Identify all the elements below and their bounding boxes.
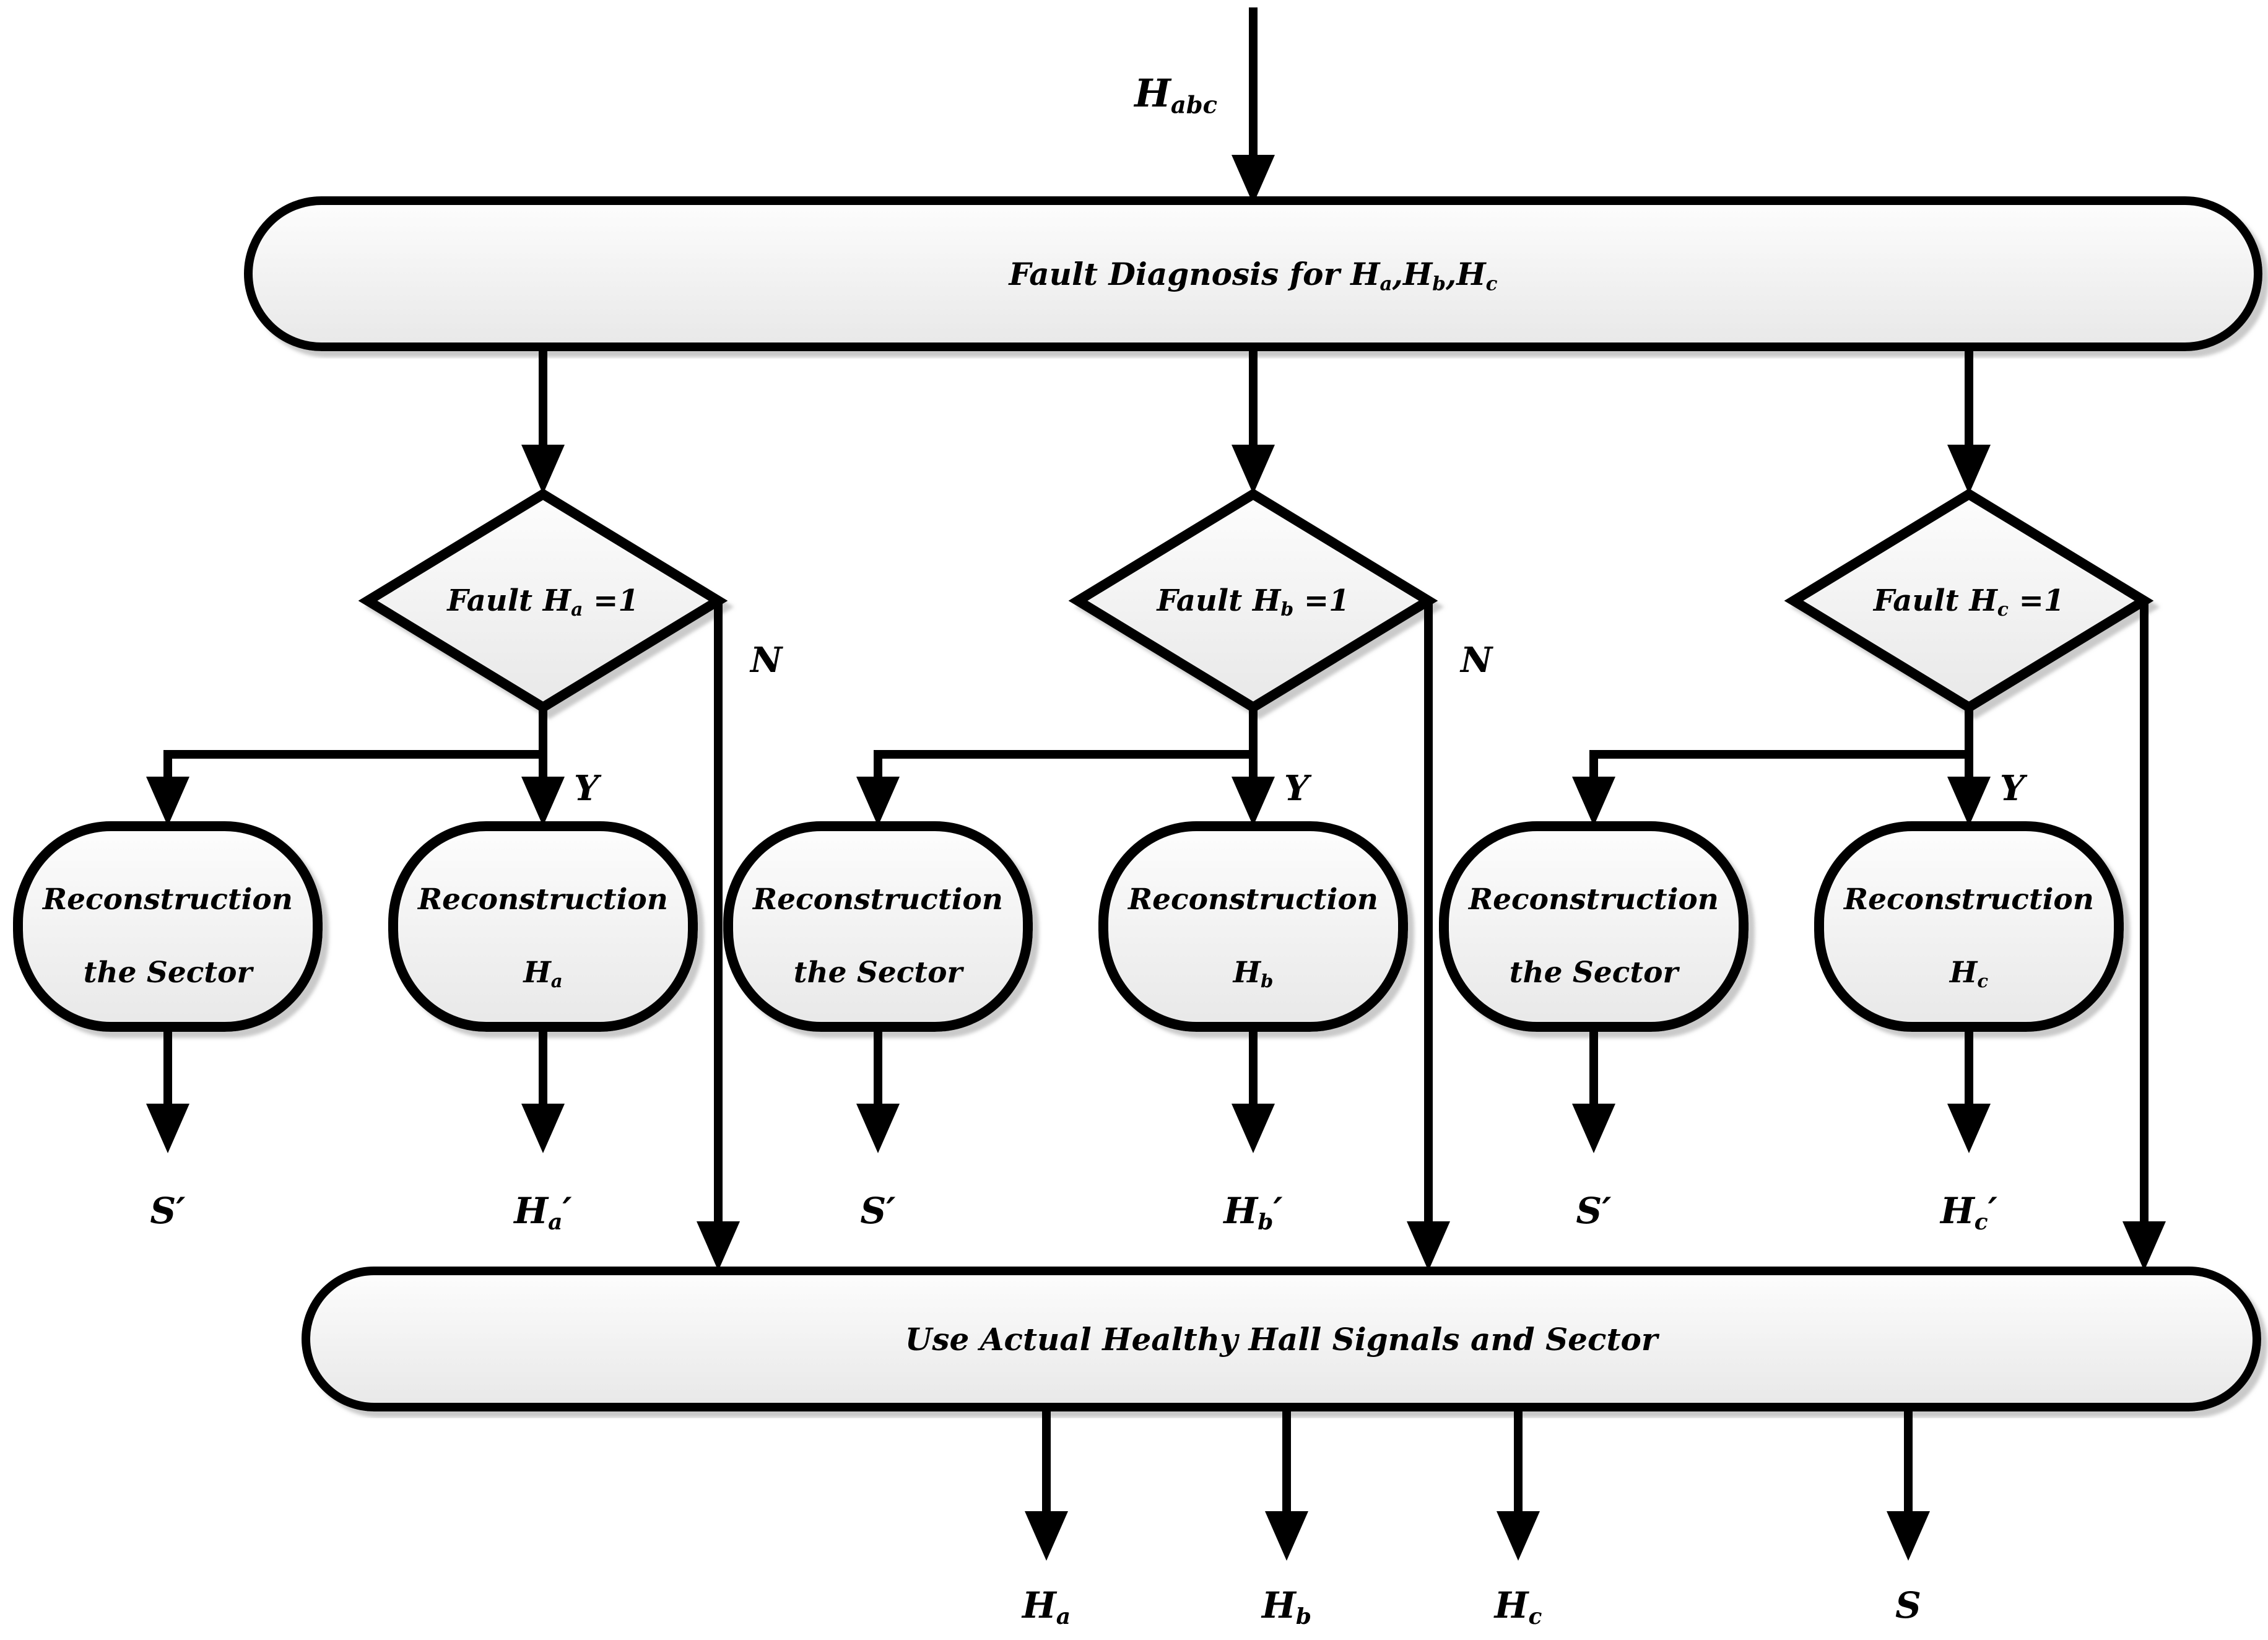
reconstruction-hall-box-hb-line2: Hb: [1232, 956, 1274, 992]
no-branch-hc-arrowhead: [2122, 1221, 2166, 1271]
yes-branch-ha-elbow: [168, 705, 547, 759]
final-output-label-2: Hc: [1493, 1584, 1542, 1629]
sector-output-arrow-hc-arrowhead: [1572, 1104, 1615, 1153]
no-branch-ha-arrowhead: [697, 1221, 740, 1271]
decision-fault-ha-label: Fault Ha =1: [446, 583, 639, 621]
yes-branch-hb-to-hall-arrowhead: [1232, 777, 1275, 826]
hall-output-label-hc: Hc′: [1939, 1190, 1997, 1235]
sector-output-label-ha: S′: [150, 1190, 185, 1232]
yes-branch-hb-elbow: [878, 705, 1258, 759]
hall-output-label-ha: Ha′: [513, 1190, 571, 1235]
decision-fault-hb-label: Fault Hb =1: [1155, 583, 1349, 621]
reconstruction-sector-box-hc-line2: the Sector: [1510, 956, 1680, 990]
final-output-arrow-2-arrowhead: [1497, 1511, 1540, 1561]
hall-output-arrow-ha-arrowhead: [521, 1104, 565, 1153]
sector-output-label-hc: S′: [1576, 1190, 1611, 1232]
reconstruction-sector-box-hb: [723, 821, 1033, 1032]
input-label: Habc: [1133, 71, 1217, 120]
branch-hc-drop-arrowhead: [1947, 445, 1991, 494]
reconstruction-hall-box-ha-line1: Reconstruction: [417, 883, 668, 917]
sector-output-arrow-ha-arrowhead: [146, 1104, 189, 1153]
reconstruction-sector-box-hc: [1439, 821, 1749, 1032]
no-label-ha: N: [749, 640, 783, 681]
hall-output-arrow-hb-arrowhead: [1232, 1104, 1275, 1153]
merge-box: [302, 1267, 2261, 1411]
final-output-label-1: Hb: [1261, 1584, 1311, 1629]
reconstruction-hall-box-hc-line1: Reconstruction: [1843, 883, 2094, 917]
reconstruction-sector-box-ha: [13, 821, 323, 1032]
no-label-hb: N: [1459, 640, 1493, 681]
branch-ha-drop-arrowhead: [521, 445, 565, 494]
final-output-label-0: Ha: [1021, 1584, 1071, 1629]
sector-output-arrow-hb-arrowhead: [856, 1104, 900, 1153]
reconstruction-hall-box-hb: [1098, 821, 1408, 1032]
yes-branch-hc-elbow: [1594, 705, 1973, 759]
reconstruction-sector-box-hb-line2: the Sector: [794, 956, 965, 990]
decision-fault-hc-label: Fault Hc =1: [1872, 583, 2064, 621]
yes-label-ha: Y: [574, 768, 602, 809]
reconstruction-sector-box-hb-line1: Reconstruction: [752, 883, 1003, 917]
yes-branch-hc-to-hall-arrowhead: [1947, 777, 1991, 826]
final-output-label-3: S: [1895, 1584, 1921, 1626]
fault-diagnosis-label: Fault Diagnosis for Ha,Hb,Hc: [1008, 256, 1498, 295]
input-arrow-arrowhead: [1232, 155, 1275, 204]
reconstruction-sector-box-hc-line1: Reconstruction: [1467, 883, 1719, 917]
final-output-arrow-1-arrowhead: [1265, 1511, 1308, 1561]
no-branch-hb-arrowhead: [1407, 1221, 1450, 1271]
reconstruction-hall-box-hc: [1814, 821, 2124, 1032]
yes-label-hc: Y: [2000, 768, 2028, 809]
reconstruction-sector-box-ha-line2: the Sector: [84, 956, 254, 990]
hall-output-arrow-hc-arrowhead: [1947, 1104, 1991, 1153]
reconstruction-hall-box-ha-line2: Ha: [522, 956, 562, 992]
final-output-arrow-0-arrowhead: [1025, 1511, 1068, 1561]
sector-output-label-hb: S′: [860, 1190, 895, 1232]
merge-box-label: Use Actual Healthy Hall Signals and Sect…: [905, 1321, 1660, 1358]
yes-label-hb: Y: [1284, 768, 1312, 809]
reconstruction-hall-box-ha: [388, 821, 698, 1032]
branch-hb-drop-arrowhead: [1232, 445, 1275, 494]
hall-output-label-hb: Hb′: [1222, 1190, 1282, 1235]
yes-branch-ha-to-hall-arrowhead: [521, 777, 565, 826]
reconstruction-sector-box-ha-line1: Reconstruction: [41, 883, 293, 917]
reconstruction-hall-box-hc-line2: Hc: [1949, 956, 1988, 992]
final-output-arrow-3-arrowhead: [1887, 1511, 1930, 1561]
yes-branch-hb-to-sector-arrowhead: [856, 777, 900, 826]
yes-branch-ha-to-sector-arrowhead: [146, 777, 189, 826]
yes-branch-hc-to-sector-arrowhead: [1572, 777, 1615, 826]
reconstruction-hall-box-hb-line1: Reconstruction: [1127, 883, 1378, 917]
